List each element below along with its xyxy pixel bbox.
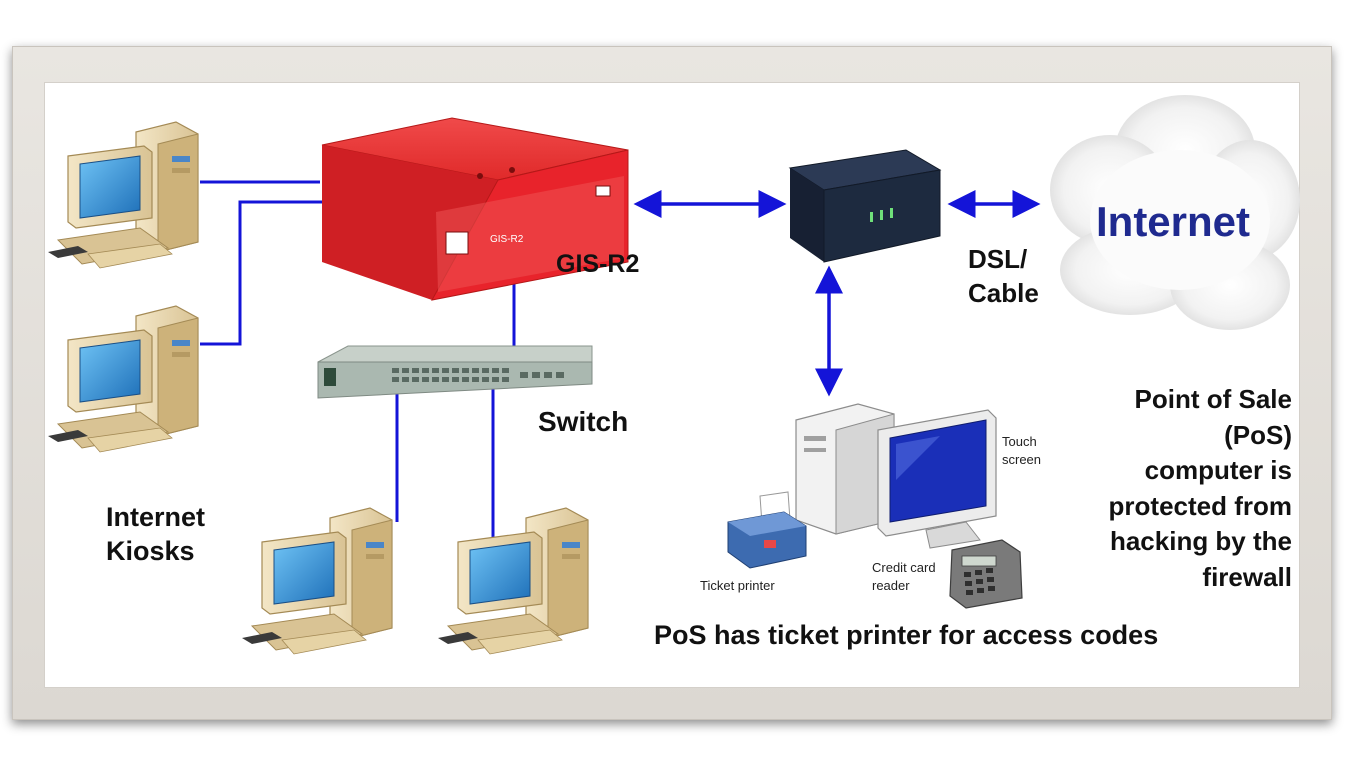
router-panel-text: GIS-R2 — [490, 234, 524, 245]
pos-description-line: hacking by the — [1109, 526, 1292, 556]
kiosks-label-line1: Internet — [106, 502, 206, 532]
internet-label: Internet — [1096, 198, 1251, 245]
touch-screen-label-line2: screen — [1002, 452, 1042, 467]
kiosk-computer-3 — [241, 507, 393, 655]
credit-card-reader — [949, 539, 1023, 609]
ticket-printer-label: Ticket printer — [700, 578, 775, 593]
touch-screen-label-line1: Touch — [1002, 434, 1037, 449]
pos-description-line: computer is — [1144, 455, 1292, 485]
router-label: GIS-R2 — [556, 250, 640, 278]
card-reader-label-line1: Credit card — [872, 560, 936, 575]
switch-label: Switch — [538, 406, 629, 437]
arrows — [633, 190, 1041, 397]
pos-description: Point of Sale (PoS) computer is protecte… — [1109, 382, 1292, 595]
kiosk-computer-2 — [47, 305, 199, 453]
pos-computer — [795, 403, 997, 549]
kiosks-label-line2: Kiosks — [106, 536, 195, 566]
kiosk-2-link — [200, 200, 330, 346]
dsl-label-line2: Cable — [968, 278, 1039, 308]
dsl-label-line1: DSL/ — [968, 244, 1028, 274]
kiosk-computer-1 — [47, 121, 199, 269]
router-device — [321, 117, 629, 301]
pos-description-line: (PoS) — [1224, 419, 1292, 450]
card-reader-label-line2: reader — [872, 578, 910, 593]
pos-description-line: firewall — [1202, 561, 1292, 592]
pos-description-line: Point of Sale — [1134, 384, 1292, 414]
pos-description-line: protected from — [1108, 490, 1292, 521]
internet-cloud — [1050, 95, 1300, 330]
ticket-printer — [727, 491, 807, 569]
dsl-modem — [788, 149, 942, 263]
network-switch — [317, 345, 593, 399]
kiosk-computer-4 — [437, 507, 589, 655]
caption: PoS has ticket printer for access codes — [654, 620, 1159, 650]
